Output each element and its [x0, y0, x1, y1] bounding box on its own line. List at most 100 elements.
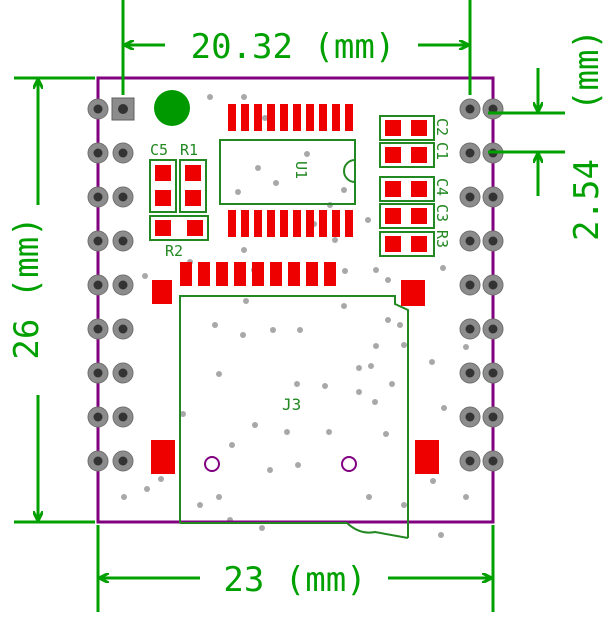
- right-header-pin-hole: [488, 324, 498, 334]
- via: [297, 327, 303, 333]
- right-header-pin-hole: [488, 236, 498, 246]
- via: [341, 187, 347, 193]
- right-header-pin-hole: [465, 456, 475, 466]
- via: [158, 476, 164, 482]
- via: [373, 267, 379, 273]
- j3-pad: [198, 262, 210, 286]
- via: [216, 371, 222, 377]
- via: [259, 525, 265, 531]
- via: [383, 431, 389, 437]
- left-header-pin-hole: [93, 324, 103, 334]
- u1-pad: [254, 210, 262, 237]
- via: [241, 247, 247, 253]
- u1-pad: [228, 210, 236, 237]
- u1-pad: [306, 104, 314, 131]
- board-height-label: 26 (mm): [7, 216, 47, 359]
- r2-label: R2: [165, 242, 183, 260]
- j3-pad: [180, 262, 192, 286]
- j3-pad: [306, 262, 318, 286]
- j3-pad: [252, 262, 264, 286]
- via: [216, 494, 222, 500]
- left-header-pin-hole: [118, 324, 128, 334]
- right-header-pin-hole: [488, 368, 498, 378]
- via: [438, 532, 444, 538]
- right-header-pin-hole: [488, 104, 498, 114]
- via: [463, 344, 469, 350]
- via: [429, 359, 435, 365]
- u1-pad: [345, 104, 353, 131]
- via: [295, 462, 301, 468]
- via: [372, 399, 378, 405]
- j3-pad: [288, 262, 300, 286]
- pin-pitch-value-label: 2.54: [567, 159, 607, 241]
- via: [365, 217, 371, 223]
- via: [356, 365, 362, 371]
- left-header-pin-hole: [118, 456, 128, 466]
- via: [270, 327, 276, 333]
- u1-pad: [332, 210, 340, 237]
- left-header-pin-hole: [93, 368, 103, 378]
- left-header-pin-hole: [118, 148, 128, 158]
- right-header-pin-hole: [465, 412, 475, 422]
- right-header-pins: [459, 98, 504, 472]
- via: [401, 342, 407, 348]
- left-passives: C5 R1 R2: [149, 141, 209, 260]
- via: [267, 467, 273, 473]
- left-header-pin-hole: [118, 368, 128, 378]
- via: [240, 332, 246, 338]
- via: [142, 273, 148, 279]
- via: [326, 429, 332, 435]
- r3-label: R3: [433, 230, 451, 248]
- right-header-pin-hole: [488, 456, 498, 466]
- c5-label: C5: [150, 141, 168, 159]
- via: [304, 151, 310, 157]
- via: [322, 383, 328, 389]
- via: [397, 322, 403, 328]
- via: [341, 303, 347, 309]
- via: [332, 237, 338, 243]
- u1-ic: U1: [219, 104, 356, 237]
- via: [180, 411, 186, 417]
- u1-pad: [293, 210, 301, 237]
- u1-pad: [280, 104, 288, 131]
- via: [430, 478, 436, 484]
- via: [294, 381, 300, 387]
- j3-pad: [270, 262, 282, 286]
- u1-pad: [241, 210, 249, 237]
- u1-pad: [293, 104, 301, 131]
- via: [385, 317, 391, 323]
- right-header-pin-hole: [465, 236, 475, 246]
- left-header-pin-hole: [93, 104, 103, 114]
- right-header-pin-hole: [488, 280, 498, 290]
- pin-row-span-label: 20.32 (mm): [191, 27, 396, 67]
- via: [262, 115, 268, 121]
- board-width-label: 23 (mm): [223, 560, 366, 600]
- u1-pad: [345, 210, 353, 237]
- dimension-board-width: 23 (mm): [96, 525, 495, 612]
- left-header-pin-hole: [93, 236, 103, 246]
- u1-pad: [228, 104, 236, 131]
- right-header-pin-hole: [465, 324, 475, 334]
- j3-pad: [324, 262, 336, 286]
- via: [144, 486, 150, 492]
- right-passives: C2 C1 C4 C3 R3: [379, 115, 451, 257]
- pin-pitch-unit-label: (mm): [567, 29, 607, 111]
- r1-label: R1: [180, 141, 198, 159]
- left-header-pin-hole: [93, 412, 103, 422]
- right-header-pin-hole: [488, 412, 498, 422]
- via: [385, 277, 391, 283]
- via: [229, 442, 235, 448]
- j3-label: J3: [282, 395, 301, 414]
- left-header-pin-hole: [93, 192, 103, 202]
- u1-pad: [267, 104, 275, 131]
- pin1-hole: [118, 104, 128, 114]
- left-header-pin-hole: [118, 280, 128, 290]
- via: [243, 298, 249, 304]
- via: [389, 381, 395, 387]
- right-header-pin-hole: [465, 104, 475, 114]
- via: [373, 343, 379, 349]
- c3-label: C3: [433, 204, 451, 222]
- u1-pad: [319, 104, 327, 131]
- j3-pad: [216, 262, 228, 286]
